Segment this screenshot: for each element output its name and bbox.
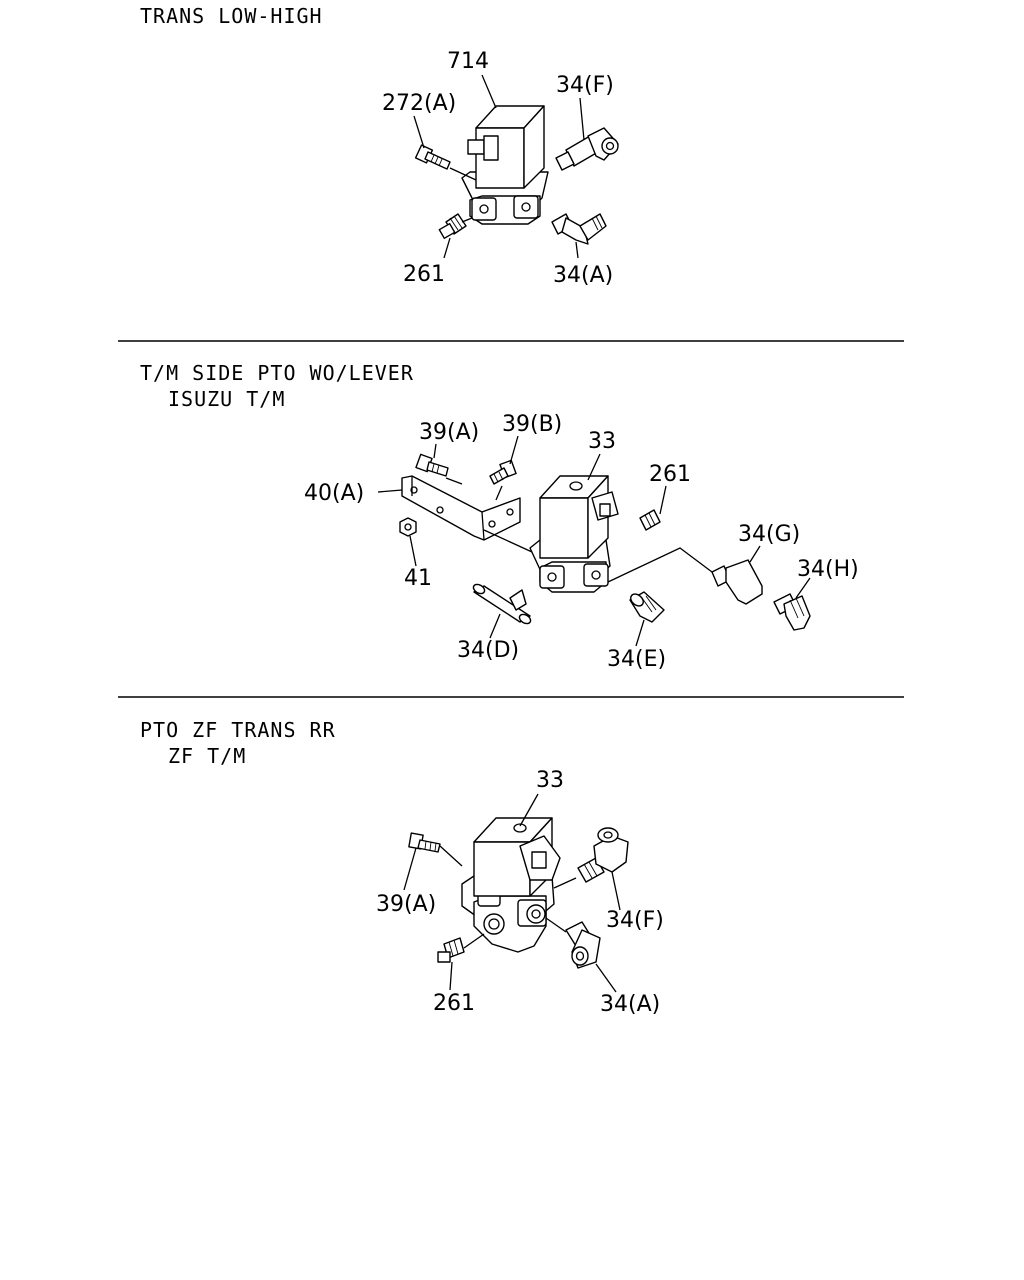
part-label-34f: 34(F) <box>556 73 614 98</box>
elbow-fitting-34a <box>551 213 607 245</box>
bolt-272a <box>414 144 451 170</box>
leader-lines <box>403 793 621 993</box>
bolt-39a <box>408 832 441 853</box>
tee-fitting-34f <box>577 827 629 883</box>
elbow-fitting-34a <box>565 921 601 969</box>
section-3-title: PTO ZF TRANS RR <box>140 718 336 742</box>
plug-261 <box>437 937 465 963</box>
plug-261 <box>639 509 661 531</box>
part-label-714: 714 <box>447 49 489 74</box>
part-label-39a: 39(A) <box>376 892 436 917</box>
tee-fitting-34d <box>472 583 532 625</box>
solenoid-valve-33 <box>461 817 561 953</box>
part-label-272a: 272(A) <box>382 91 456 116</box>
part-label-34a: 34(A) <box>553 263 613 288</box>
part-label-34e: 34(E) <box>607 647 666 672</box>
nut-41 <box>399 517 417 537</box>
solenoid-valve-714 <box>461 105 549 225</box>
part-label-39b: 39(B) <box>502 412 562 437</box>
solenoid-valve-33 <box>529 475 619 593</box>
part-label-261: 261 <box>403 262 445 287</box>
section-3-subtitle: ZF T/M <box>168 744 247 768</box>
part-label-34g: 34(G) <box>738 522 800 547</box>
part-label-41: 41 <box>404 566 432 591</box>
elbow-fitting-34e <box>629 591 665 623</box>
plug-261 <box>438 213 467 240</box>
connector-34f <box>555 127 619 171</box>
part-label-40a: 40(A) <box>304 481 364 506</box>
section-2-subtitle: ISUZU T/M <box>168 387 286 411</box>
part-label-33: 33 <box>536 768 564 793</box>
part-label-39a: 39(A) <box>419 420 479 445</box>
mounting-bracket-40a <box>401 475 521 541</box>
bolt-39a <box>415 453 449 477</box>
part-label-33: 33 <box>588 429 616 454</box>
connector-34g <box>711 559 763 605</box>
leader-lines <box>377 435 811 647</box>
part-label-34f: 34(F) <box>606 908 664 933</box>
part-label-34a: 34(A) <box>600 992 660 1017</box>
part-label-261: 261 <box>433 991 475 1016</box>
adapter-34h <box>773 593 811 631</box>
section-2-title: T/M SIDE PTO WO/LEVER <box>140 361 414 385</box>
leader-lines <box>413 74 585 259</box>
part-label-34h: 34(H) <box>797 557 859 582</box>
part-label-261: 261 <box>649 462 691 487</box>
section-1-title: TRANS LOW-HIGH <box>140 4 323 28</box>
part-label-34d: 34(D) <box>457 638 519 663</box>
bolt-39b <box>489 459 517 485</box>
